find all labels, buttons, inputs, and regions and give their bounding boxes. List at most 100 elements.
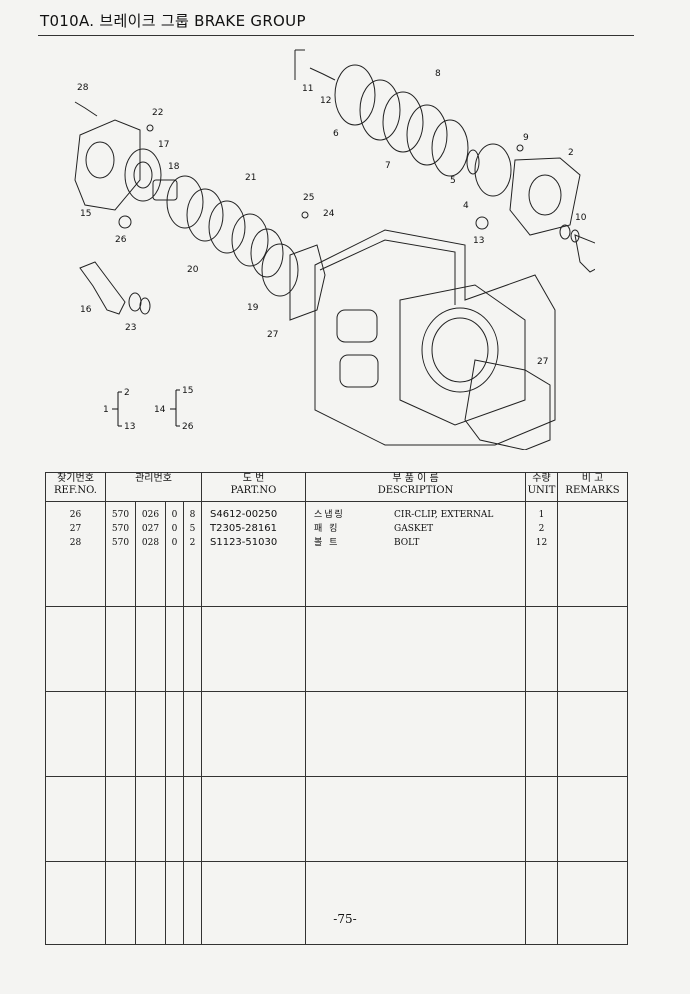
transmission-case	[314, 229, 556, 446]
description-english: CIR-CLIP, EXTERNAL	[394, 510, 494, 520]
remarks	[558, 522, 627, 536]
callout-label: 19	[247, 303, 259, 313]
exploded-parts-diagram: 28 22 17 18 15 26 21 20 25 24 19 16 23 2…	[74, 49, 595, 450]
callout-label: 12	[320, 96, 331, 106]
roller-18	[152, 179, 178, 201]
pin-25	[301, 211, 309, 219]
roller-5	[466, 149, 480, 175]
hub-4	[474, 143, 512, 197]
bearing-17	[124, 148, 162, 202]
callout-label: 16	[80, 305, 92, 315]
clip-13	[475, 216, 489, 230]
callout-label: 27	[267, 330, 278, 340]
title-rule	[38, 35, 634, 36]
callout-label: 13	[473, 236, 484, 246]
disc-8b	[431, 119, 469, 177]
mgmt-code: 0	[171, 510, 178, 520]
group-key-top: 15	[182, 386, 193, 396]
table-block-empty	[45, 691, 628, 777]
disc-7a	[359, 79, 401, 141]
case-bore-lower	[339, 354, 379, 388]
callout-label: 25	[303, 193, 314, 203]
callout-label: 18	[168, 162, 180, 172]
table-block-empty	[45, 606, 628, 692]
callout-label: 28	[77, 83, 89, 93]
part-number: T2305-28161	[210, 523, 277, 534]
mgmt-code: 028	[141, 538, 160, 548]
mgmt-code: 0	[171, 524, 178, 534]
callout-label: 23	[125, 323, 136, 333]
part-number: S4612-00250	[210, 509, 278, 520]
ref-no: 28	[69, 538, 82, 548]
pin-22	[146, 124, 154, 132]
table-block-empty	[45, 861, 628, 945]
bolt-11	[309, 67, 336, 81]
unit-qty: 1	[538, 510, 545, 520]
description-korean: 볼 트	[314, 538, 340, 548]
brake-housing-right	[509, 157, 581, 236]
group-key-parent: 14	[154, 405, 166, 415]
callout-label: 8	[435, 69, 441, 79]
description-english: GASKET	[394, 524, 434, 534]
callout-label: 4	[463, 201, 469, 211]
mgmt-code: 570	[111, 538, 130, 548]
group-key-bottom: 26	[182, 422, 194, 432]
gasket-large	[464, 359, 551, 450]
mgmt-code: 570	[111, 524, 130, 534]
actuator-3	[574, 234, 595, 273]
callout-label: 27	[537, 357, 548, 367]
lever-16	[79, 261, 126, 315]
ref-no: 26	[69, 510, 82, 520]
callout-label: 11	[302, 84, 313, 94]
case-bore-upper	[336, 309, 378, 343]
disc-21b	[231, 213, 269, 267]
header-mgmt: 관리번호	[105, 472, 202, 502]
gasket-small-27	[289, 244, 326, 321]
mgmt-code: 5	[189, 524, 196, 534]
mgmt-code: 026	[141, 510, 160, 520]
part-number: S1123-51030	[210, 537, 278, 548]
mgmt-code: 8	[189, 510, 196, 520]
disc-20c	[250, 228, 284, 278]
remarks	[558, 536, 627, 550]
mgmt-code: 570	[111, 510, 130, 520]
description-english: BOLT	[394, 538, 420, 548]
callout-label: 24	[323, 209, 335, 219]
mgmt-code: 2	[189, 538, 196, 548]
callout-label: 9	[523, 133, 529, 143]
plate-19	[261, 243, 299, 297]
plate-6	[334, 64, 376, 126]
disc-20b	[186, 188, 224, 242]
disc-7b	[406, 104, 448, 166]
mgmt-code: 0	[171, 538, 178, 548]
callout-label: 26	[115, 235, 127, 245]
callout-label: 10	[575, 213, 587, 223]
description-korean: 스냅링	[314, 510, 345, 520]
group-key-top: 2	[124, 388, 130, 398]
unit-qty: 2	[538, 524, 545, 534]
brake-housing-left	[74, 119, 141, 211]
callout-label: 5	[450, 176, 456, 186]
ref-no: 27	[69, 524, 82, 534]
mgmt-code: 027	[141, 524, 160, 534]
page-number: -75-	[333, 912, 357, 926]
remarks	[558, 508, 627, 522]
description-korean: 패 킹	[314, 524, 340, 534]
disc-21a	[208, 200, 246, 254]
page-title: T010A. 브레이크 그룹 BRAKE GROUP	[40, 12, 306, 30]
group-key-parent: 1	[103, 405, 109, 415]
callout-label: 2	[568, 148, 574, 158]
callout-label: 21	[245, 173, 256, 183]
unit-qty: 12	[535, 538, 548, 548]
callout-label: 15	[80, 209, 91, 219]
pin-9	[516, 144, 524, 152]
callout-label: 7	[385, 161, 391, 171]
callout-label: 17	[158, 140, 169, 150]
